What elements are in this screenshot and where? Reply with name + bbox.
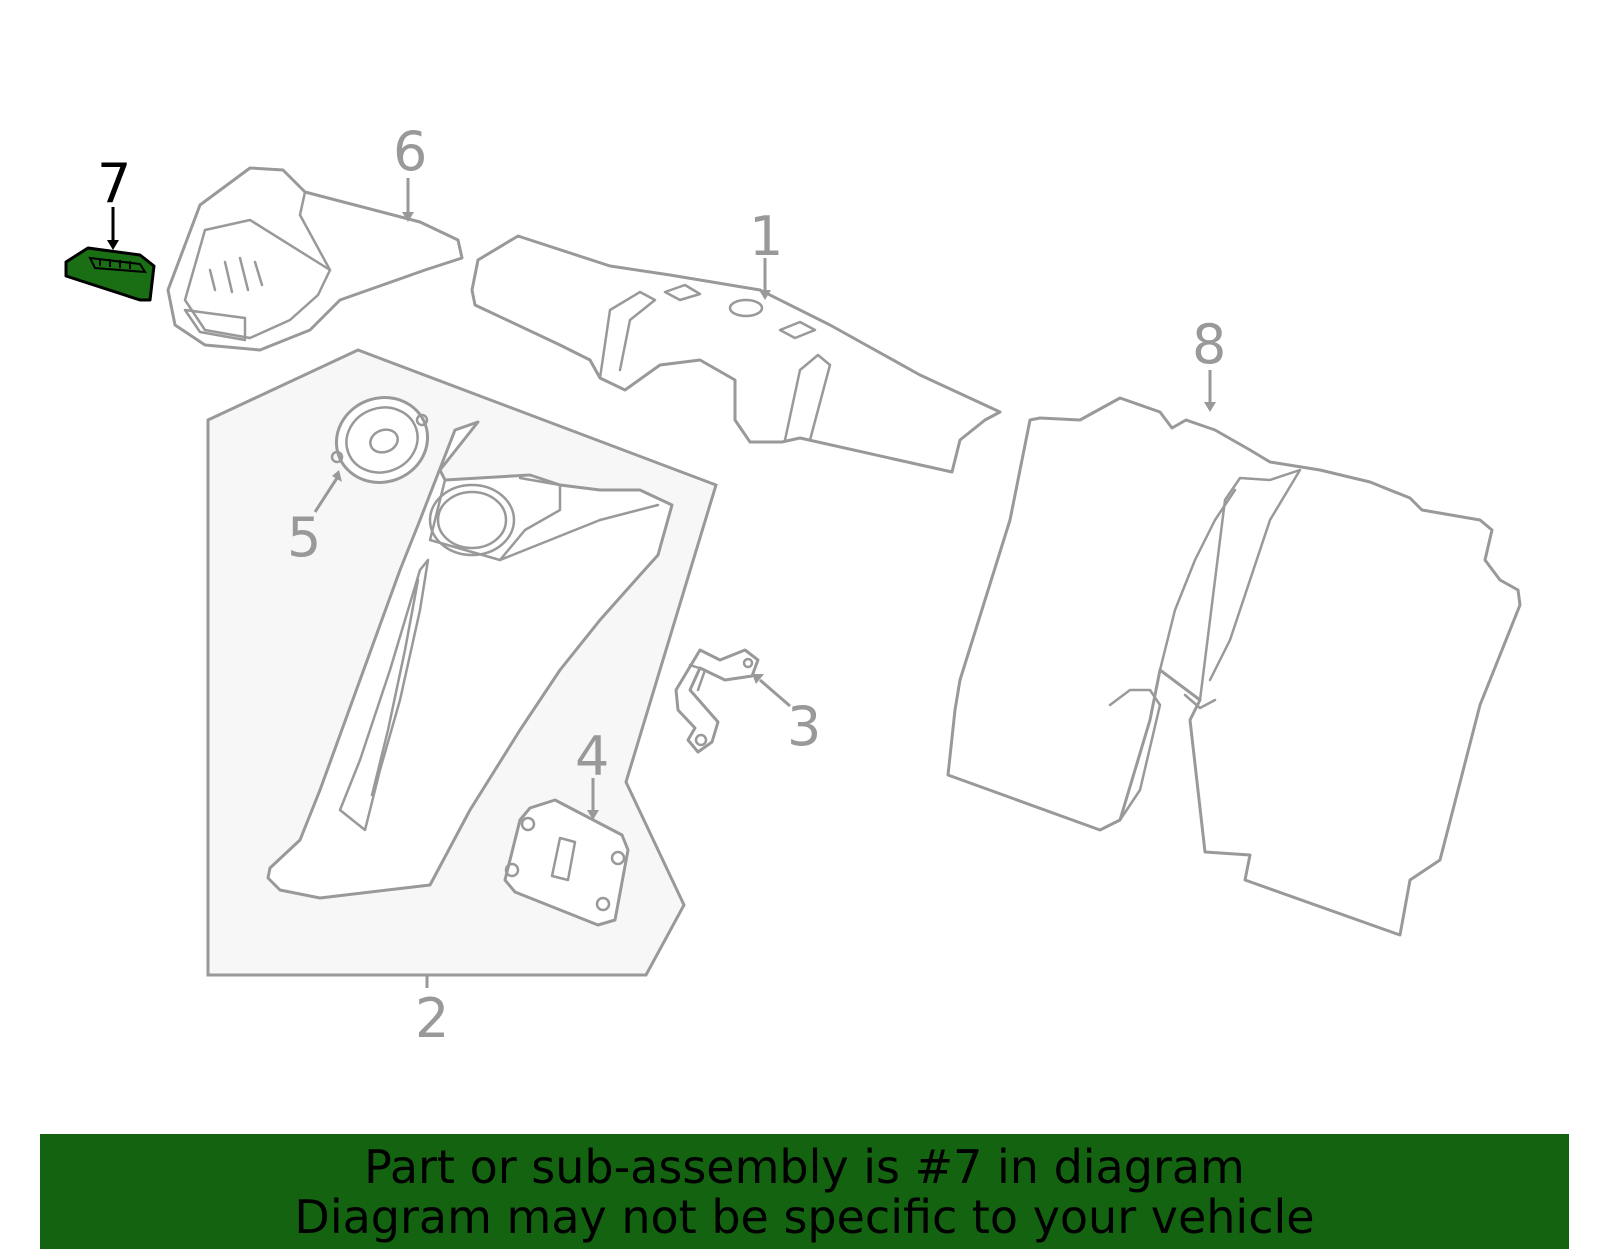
banner-line-disclaimer: Diagram may not be specific to your vehi… [294,1189,1315,1244]
callout-4: 4 [575,725,609,788]
callout-7: 7 [97,152,131,215]
callout-3: 3 [787,695,821,758]
callout-2: 2 [415,987,449,1050]
callout-5: 5 [287,506,321,569]
part-7-shape [64,246,156,302]
callout-6: 6 [393,120,427,183]
part-3-shape [674,648,760,754]
leader-3 [759,678,791,708]
callout-8: 8 [1192,313,1226,376]
part-8-shape [946,396,1522,937]
part-6-shape [166,166,464,352]
banner-line-part: Part or sub-assembly is #7 in diagram [364,1139,1245,1194]
info-banner: Part or sub-assembly is #7 in diagram Di… [40,1134,1569,1249]
callout-1: 1 [749,205,783,268]
part-5-shape [330,396,430,484]
leader-5 [313,477,339,513]
part-2-shape [266,420,674,900]
part-4-shape [503,798,630,927]
